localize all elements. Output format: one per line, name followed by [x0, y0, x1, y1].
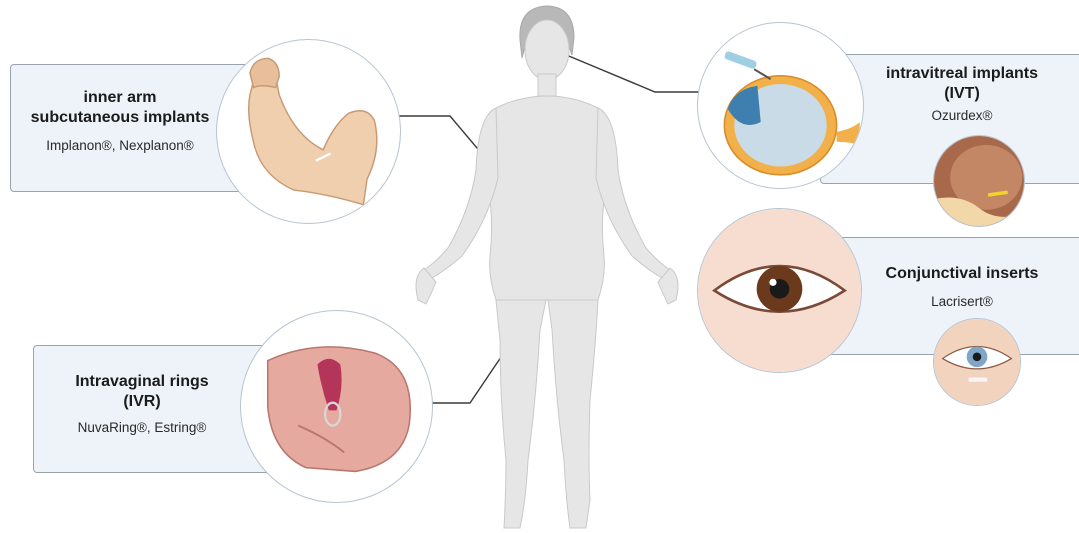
eye-cross-section-circle — [697, 22, 864, 189]
conjunctival-insert-title: Conjunctival inserts — [862, 264, 1062, 284]
ozurdex-implant-circle — [933, 135, 1025, 227]
flexed-arm-illustration — [217, 40, 400, 223]
ivt-implant-products: Ozurdex® — [862, 108, 1062, 123]
arm-implant-title-line2: subcutaneous implants — [20, 108, 220, 128]
arm-illustration-circle — [216, 39, 401, 224]
arm-implant-products: Implanon®, Nexplanon® — [20, 138, 220, 153]
pelvis-ring-circle — [240, 310, 433, 503]
eye-cross-section-illustration — [698, 23, 863, 188]
conjunctival-insert-products: Lacrisert® — [862, 294, 1062, 309]
ivr-products: NuvaRing®, Estring® — [42, 420, 242, 435]
ozurdex-illustration — [934, 136, 1024, 226]
ivr-title-line2: (IVR) — [42, 392, 242, 412]
arm-implant-title-line1: inner arm — [20, 88, 220, 108]
ivr-title-line1: Intravaginal rings — [42, 372, 242, 392]
eye-front-view-circle — [697, 208, 862, 373]
lacrisert-insert-circle — [933, 318, 1021, 406]
lacrisert-illustration — [934, 319, 1020, 405]
ivt-implant-title-line2: (IVT) — [862, 84, 1062, 104]
intravaginal-ring-illustration — [241, 311, 432, 502]
ivt-implant-title-line1: intravitreal implants — [862, 64, 1062, 84]
eye-front-illustration — [698, 209, 861, 372]
